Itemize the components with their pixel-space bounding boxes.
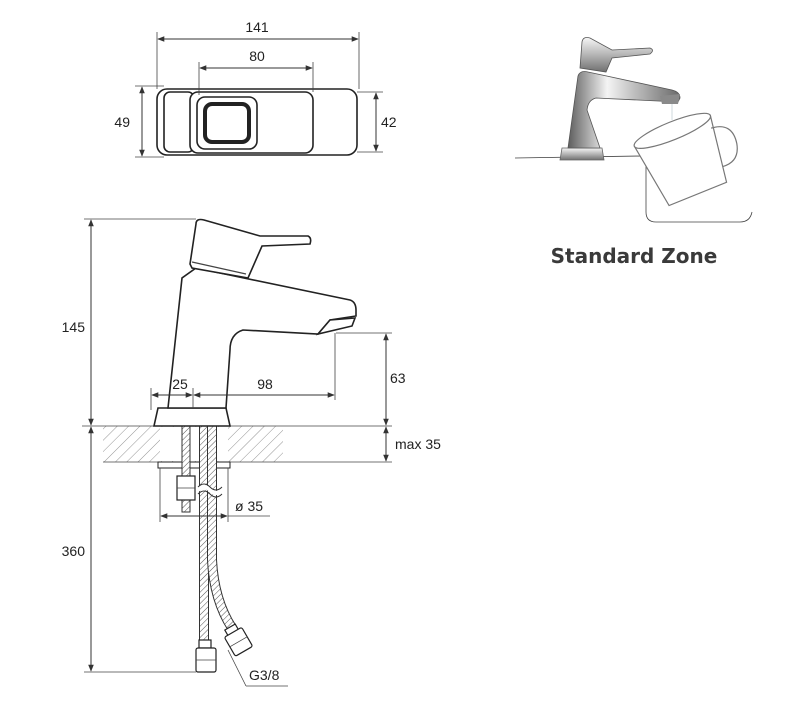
faucet-photo-body — [567, 71, 681, 149]
top-view: 141 80 49 42 — [114, 19, 397, 158]
dim-label-145: 145 — [62, 319, 86, 335]
mounting-washer — [157, 461, 231, 469]
dim-label-80: 80 — [249, 48, 265, 64]
faucet-photo-lever — [579, 37, 653, 73]
basin-outline — [514, 155, 753, 223]
dim-label-dia35: ø 35 — [235, 498, 263, 514]
lever-handle — [189, 218, 312, 279]
dim-label-max35: max 35 — [395, 436, 441, 452]
standard-zone-illustration: Standard Zone — [514, 37, 753, 268]
faucet-photo-base — [559, 147, 605, 161]
spout-aerator — [315, 317, 357, 336]
dim-label-42: 42 — [381, 114, 397, 130]
dim-label-98: 98 — [257, 376, 273, 392]
dim-label-360: 360 — [62, 543, 86, 559]
dim-label-49: 49 — [114, 114, 130, 130]
top-view-lever-inner — [203, 102, 251, 144]
dim-label-25: 25 — [172, 376, 188, 392]
dim-label-63: 63 — [390, 370, 406, 386]
faucet-base — [153, 407, 231, 427]
dim-label-g38: G3/8 — [249, 667, 280, 683]
dim-label-141: 141 — [245, 19, 269, 35]
side-view: 145 360 63 max 35 25 98 ø 35 G3/8 — [62, 218, 441, 687]
standard-zone-label: Standard Zone — [551, 244, 718, 268]
faucet-body — [167, 267, 357, 409]
